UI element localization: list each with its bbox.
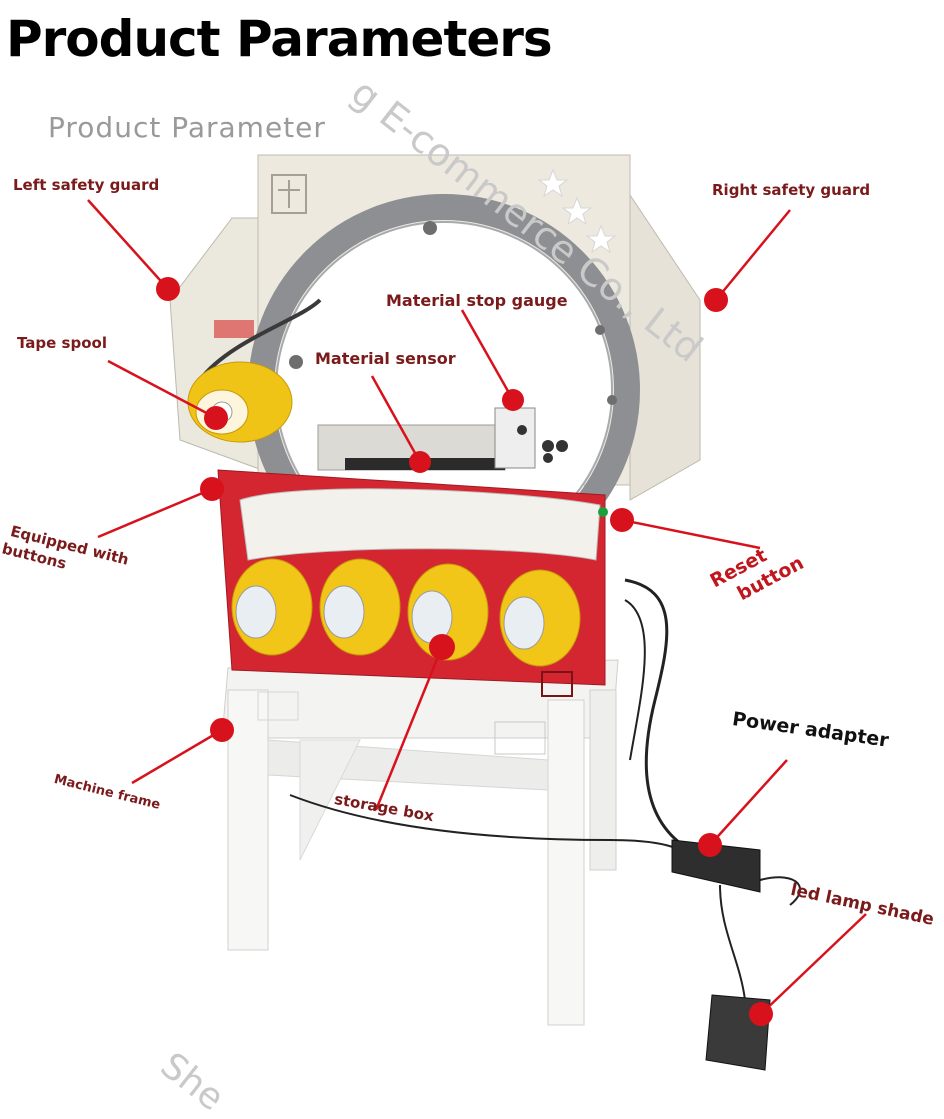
label-material-sensor: Material sensor [315, 349, 456, 368]
page-subtitle: Product Parameter [48, 111, 326, 144]
label-right-safety-guard: Right safety guard [712, 181, 871, 199]
marker-left-safety-guard [156, 277, 180, 301]
annotation-markers [156, 277, 773, 1026]
label-left-safety-guard: Left safety guard [13, 176, 160, 194]
page-title: Product Parameters [6, 10, 553, 68]
marker-tape-spool [204, 406, 228, 430]
storage-box-drawing [217, 469, 608, 697]
marker-reset-button [610, 508, 634, 532]
machine-frame-drawing [221, 659, 619, 1026]
product-illustration [87, 154, 867, 1071]
label-tape-spool: Tape spool [17, 334, 107, 352]
label-material-stop-gauge: Material stop gauge [386, 291, 568, 310]
marker-led-lamp-shade [749, 1002, 773, 1026]
marker-material-stop-gauge [502, 389, 524, 411]
marker-right-safety-guard [704, 288, 728, 312]
marker-power-adapter [698, 833, 722, 857]
annotation-lines [87, 199, 867, 1015]
watermark-stars [537, 168, 617, 254]
marker-material-sensor [409, 451, 431, 473]
marker-machine-frame [210, 718, 234, 742]
marker-equipped-buttons [200, 477, 224, 501]
marker-storage-box [429, 634, 455, 660]
